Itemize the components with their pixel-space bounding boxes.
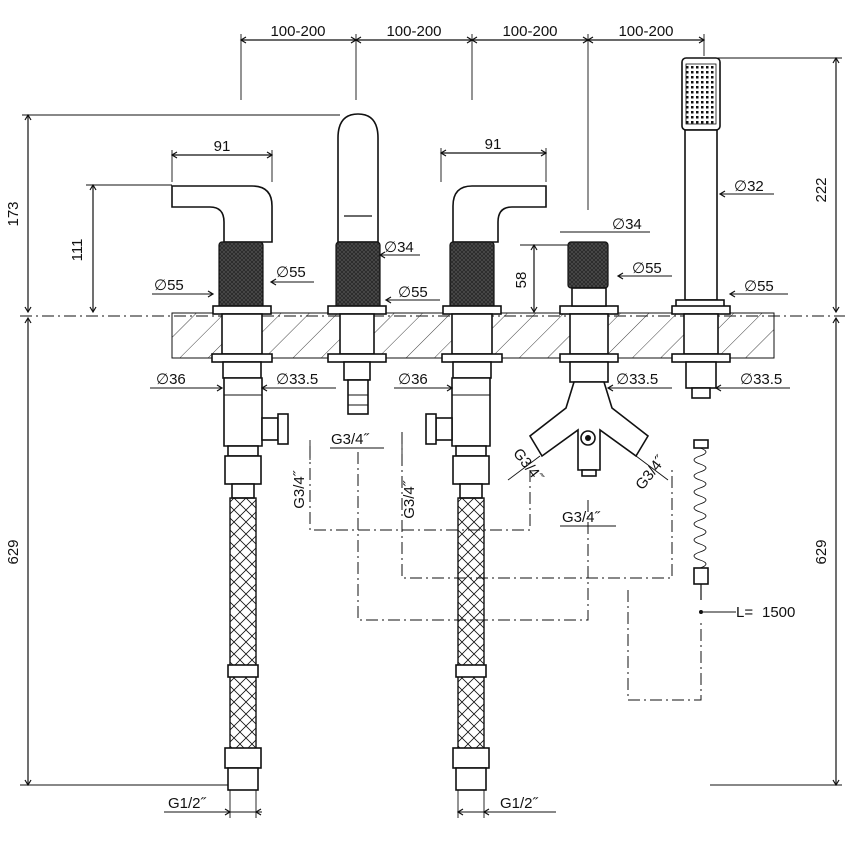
dia-335-c-label: ∅33.5 (740, 371, 782, 388)
dia-55-e-label: ∅55 (744, 278, 774, 295)
lever-width-dimensions: 91 91 (170, 136, 548, 182)
dia-335-b-label: ∅33.5 (616, 371, 658, 388)
spacing-label-4: 100-200 (618, 23, 673, 40)
hand-shower (671, 57, 731, 614)
hose-length-label: 1500 (762, 604, 795, 621)
thread-callouts: G3/4˝ G3/4˝ G3/4˝ G3/4˝ G3/4˝ G3/4˝ G1/2… (164, 431, 669, 818)
lower-diameter-callouts: ∅36 ∅33.5 ∅36 ∅33.5 ∅33.5 (150, 371, 790, 392)
middle-mixer (425, 185, 547, 791)
center-lines (240, 34, 705, 210)
spacing-label-2: 100-200 (386, 23, 441, 40)
height-lever-label: 111 (69, 239, 86, 262)
height-hand-shower-label: 222 (813, 177, 830, 202)
diverter (528, 241, 650, 477)
connection-lines (309, 432, 702, 701)
depth-right-label: 629 (813, 539, 830, 564)
lever-width-right-label: 91 (485, 136, 502, 153)
spacing-dimensions: 100-200 100-200 100-200 100-200 (239, 23, 706, 44)
hose-length-callout: L= 1500 (703, 604, 795, 621)
thread-g34-div-r-label: G3/4˝ (632, 452, 669, 493)
diameter-callouts: ∅55 ∅55 ∅34 ∅55 ∅34 ∅55 ∅32 ∅55 (152, 178, 788, 304)
deck-section (20, 312, 845, 359)
left-height-dimensions: 173 111 629 (5, 113, 340, 787)
dia-36-b-label: ∅36 (398, 371, 428, 388)
thread-g12-right-label: G1/2˝ (500, 795, 539, 812)
dia-55-c-label: ∅55 (398, 284, 428, 301)
thread-g34-div-b-label: G3/4˝ (562, 509, 601, 526)
dia-36-a-label: ∅36 (156, 371, 186, 388)
dia-32-label: ∅32 (734, 178, 764, 195)
right-height-dimensions: 222 58 629 (513, 56, 842, 787)
dia-34-diverter-label: ∅34 (612, 216, 642, 233)
lever-width-left-label: 91 (214, 138, 231, 155)
thread-g34-mid-label: G3/4˝ (401, 480, 418, 519)
height-diverter-label: 58 (513, 272, 530, 289)
depth-left-label: 629 (5, 539, 22, 564)
spout (327, 113, 387, 415)
dia-335-a-label: ∅33.5 (276, 371, 318, 388)
spacing-label-1: 100-200 (270, 23, 325, 40)
spacing-label-3: 100-200 (502, 23, 557, 40)
dia-34-spout-label: ∅34 (384, 239, 414, 256)
height-total-label: 173 (5, 201, 22, 226)
thread-g34-left-label: G3/4˝ (291, 470, 308, 509)
hose-length-prefix: L= (736, 604, 753, 621)
dia-55-a-label: ∅55 (154, 277, 184, 294)
dia-55-d-label: ∅55 (632, 260, 662, 277)
dia-55-b-label: ∅55 (276, 264, 306, 281)
left-mixer (171, 185, 289, 791)
thread-g12-left-label: G1/2˝ (168, 795, 207, 812)
thread-g34-spout-label: G3/4˝ (331, 431, 370, 448)
